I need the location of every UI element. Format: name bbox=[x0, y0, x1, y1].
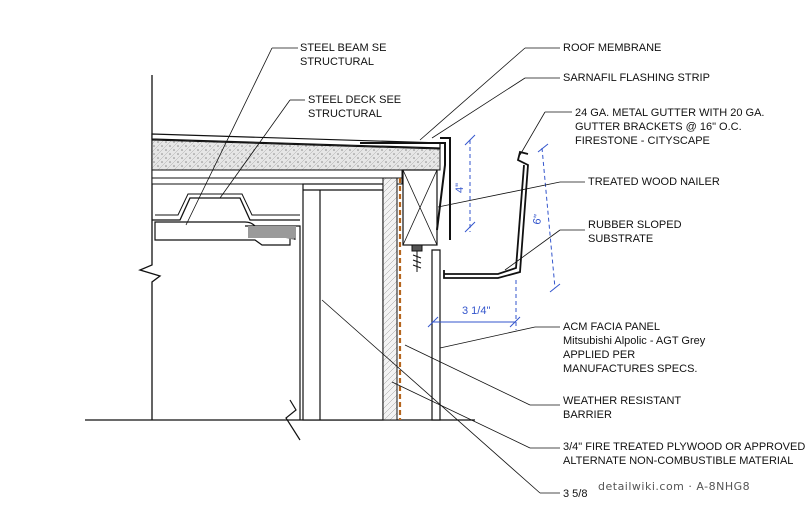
label-plywood-line1: 3/4" FIRE TREATED PLYWOOD OR APPROVED bbox=[563, 441, 805, 453]
metal-gutter bbox=[443, 150, 529, 279]
label-gutter-line1: 24 GA. METAL GUTTER WITH 20 GA. bbox=[575, 107, 765, 119]
roof-board bbox=[151, 169, 403, 179]
label-roof-membrane: ROOF MEMBRANE bbox=[563, 42, 662, 54]
label-steel-deck-line2: STRUCTURAL bbox=[308, 108, 382, 120]
dimension-4in: 4" bbox=[454, 183, 466, 193]
label-gutter-line3: FIRESTONE - CITYSCAPE bbox=[575, 135, 710, 147]
roof-assembly bbox=[151, 133, 441, 185]
fire-treated-plywood bbox=[382, 177, 398, 421]
label-acm-line1: ACM FACIA PANEL bbox=[563, 321, 660, 333]
label-steel-beam: STEEL BEAM SE STRUCTURAL bbox=[300, 41, 386, 69]
dimension-6in: 6" bbox=[531, 213, 545, 225]
steel-beam bbox=[154, 221, 301, 420]
label-plywood-line2: ALTERNATE NON-COMBUSTIBLE MATERIAL bbox=[563, 455, 794, 467]
label-weather: WEATHER RESISTANT BARRIER bbox=[563, 394, 681, 422]
dimension-3-1-4in: 3 1/4" bbox=[462, 305, 490, 317]
label-weather-line2: BARRIER bbox=[563, 409, 612, 421]
label-rubber-line1: RUBBER SLOPED bbox=[588, 219, 682, 231]
label-weather-line1: WEATHER RESISTANT bbox=[563, 395, 682, 407]
label-acm: ACM FACIA PANEL Mitsubishi Alpolic - AGT… bbox=[563, 320, 705, 376]
label-gutter-line2: GUTTER BRACKETS @ 16" O.C. bbox=[575, 121, 742, 133]
nailer-fastener bbox=[411, 244, 423, 272]
label-nailer: TREATED WOOD NAILER bbox=[588, 176, 720, 188]
left-column bbox=[138, 75, 162, 420]
label-stud: 3 5/8 bbox=[563, 488, 588, 500]
dimension-lines bbox=[427, 134, 561, 330]
label-acm-line3: APPLIED PER bbox=[563, 349, 636, 361]
label-steel-deck: STEEL DECK SEE STRUCTURAL bbox=[308, 93, 401, 121]
treated-wood-nailer bbox=[402, 169, 438, 246]
label-rubber-line2: SUBSTRATE bbox=[588, 233, 654, 245]
leader-lines bbox=[185, 47, 585, 494]
label-sarnafil: SARNAFIL FLASHING STRIP bbox=[563, 72, 710, 84]
label-steel-deck-line1: STEEL DECK SEE bbox=[308, 94, 402, 106]
wall-framing bbox=[285, 183, 384, 441]
facia-gutter-detail-drawing: 4" 6" 3 1/4" bbox=[85, 47, 585, 494]
label-gutter: 24 GA. METAL GUTTER WITH 20 GA. GUTTER B… bbox=[575, 106, 765, 148]
flashing-strip bbox=[360, 137, 451, 240]
label-acm-line4: MANUFACTURES SPECS. bbox=[563, 363, 698, 375]
acm-facia-panel bbox=[431, 249, 441, 421]
label-steel-beam-line1: STEEL BEAM SE bbox=[300, 42, 387, 54]
label-rubber: RUBBER SLOPED SUBSTRATE bbox=[588, 218, 682, 246]
label-plywood: 3/4" FIRE TREATED PLYWOOD OR APPROVED AL… bbox=[563, 440, 805, 468]
label-steel-beam-line2: STRUCTURAL bbox=[300, 56, 374, 68]
watermark: detailwiki.com · A-8NHG8 bbox=[598, 480, 751, 493]
label-acm-line2: Mitsubishi Alpolic - AGT Grey bbox=[563, 335, 706, 347]
steel-deck-profile bbox=[152, 197, 300, 221]
